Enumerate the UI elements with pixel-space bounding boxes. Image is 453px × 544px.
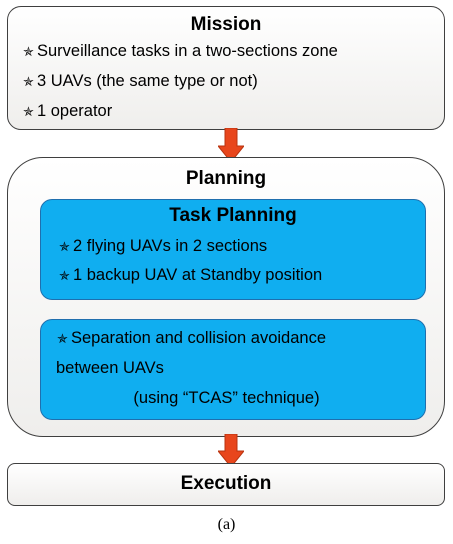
plane-icon: ✯ [23, 74, 34, 89]
mission-item: ✯Surveillance tasks in a two-sections zo… [22, 42, 338, 61]
separation-text-1: Separation and collision avoidance [71, 329, 327, 347]
separation-box [40, 319, 426, 420]
mission-item-text: 3 UAVs (the same type or not) [37, 72, 258, 90]
planning-title: Planning [185, 168, 267, 189]
task-planning-item-text: 2 flying UAVs in 2 sections [73, 237, 268, 255]
task-planning-item-text: 1 backup UAV at Standby position [73, 266, 323, 284]
execution-title: Execution [180, 473, 272, 494]
mission-item-text: 1 operator [37, 102, 113, 120]
down-arrow-icon [218, 434, 244, 467]
task-planning-box: Task Planning [40, 199, 426, 300]
plane-icon: ✯ [23, 44, 34, 59]
task-planning-item: ✯2 flying UAVs in 2 sections [58, 237, 267, 256]
mission-item: ✯1 operator [22, 102, 112, 121]
plane-icon: ✯ [57, 331, 68, 346]
separation-text-3: (using “TCAS” technique) [133, 389, 320, 407]
plane-icon: ✯ [59, 239, 70, 254]
separation-text-2: between UAVs [56, 359, 164, 377]
separation-line: (using “TCAS” technique) [0, 389, 453, 408]
mission-box: Mission [7, 6, 445, 130]
mission-title: Mission [190, 14, 262, 35]
plane-icon: ✯ [23, 104, 34, 119]
plane-icon: ✯ [59, 268, 70, 283]
mission-item: ✯3 UAVs (the same type or not) [22, 72, 258, 91]
figure-caption: (a) [217, 516, 236, 533]
separation-line: between UAVs [56, 359, 164, 378]
down-arrow-icon [218, 128, 244, 162]
separation-line: ✯Separation and collision avoidance [56, 329, 326, 348]
task-planning-title: Task Planning [169, 205, 297, 226]
task-planning-item: ✯1 backup UAV at Standby position [58, 266, 322, 285]
execution-box: Execution [7, 463, 445, 506]
mission-item-text: Surveillance tasks in a two-sections zon… [37, 42, 338, 60]
